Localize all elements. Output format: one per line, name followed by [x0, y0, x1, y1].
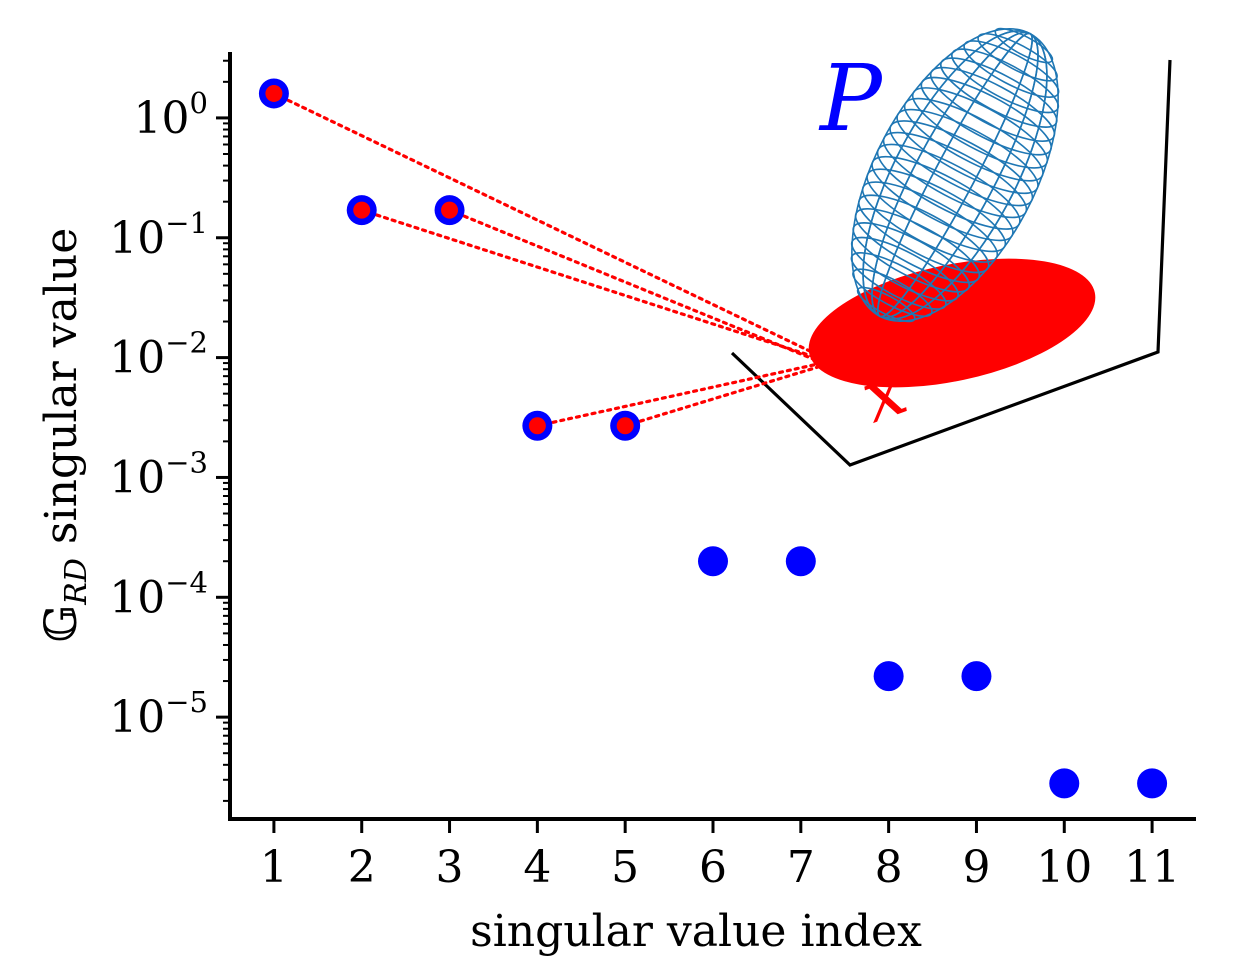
wireframe-meridian	[862, 30, 1048, 320]
wireframe-ring	[850, 252, 947, 310]
data-point-blue	[698, 546, 728, 577]
data-points	[258, 78, 1168, 799]
x-tick-label: 8	[875, 842, 903, 893]
y-tick-label: 10−5	[109, 685, 208, 743]
x-tick-label: 6	[699, 842, 727, 893]
wireframe-ring	[994, 27, 1054, 64]
wireframe-ring	[854, 208, 981, 284]
wireframe-ring	[977, 33, 1058, 82]
wireframe-ring	[929, 66, 1056, 142]
y-tick-label: 10−2	[109, 326, 208, 384]
y-axis-label-subscript: RD	[59, 558, 94, 606]
connector-line	[272, 91, 820, 357]
wireframe-ring	[896, 108, 1039, 195]
wireframe-ring	[920, 76, 1053, 156]
wireframe-ring	[876, 143, 1021, 230]
data-point-red	[265, 84, 283, 102]
y-tick-label: 100	[134, 86, 208, 144]
x-tick-label: 3	[436, 842, 464, 893]
annotation-P: P	[818, 45, 884, 152]
y-tick-label: 10−1	[109, 206, 208, 264]
wireframe-ring	[951, 48, 1060, 114]
data-point-blue	[873, 661, 904, 692]
connector-line	[447, 208, 820, 363]
y-tick-exponent: 0	[190, 86, 208, 120]
y-axis-label-prefix: 𝔾	[36, 605, 87, 643]
wireframe-ring	[871, 155, 1014, 242]
wireframe-ring	[882, 131, 1028, 219]
wireframe-ring	[852, 268, 933, 317]
data-point-red	[528, 417, 546, 435]
x-tick-label: 2	[348, 842, 376, 893]
data-point-red	[441, 201, 459, 219]
wireframe-ring	[940, 57, 1058, 128]
y-tick-base: 10	[109, 213, 165, 264]
data-point-blue	[1049, 768, 1080, 799]
x-axis-label: singular value index	[470, 906, 922, 957]
wireframe-ring	[866, 168, 1007, 253]
data-point-blue	[1137, 768, 1168, 799]
data-point-blue	[961, 661, 992, 692]
y-tick-exponent: −1	[165, 206, 208, 240]
connector-line	[623, 365, 820, 428]
y-tick-exponent: −5	[165, 685, 208, 719]
x-tick-label: 5	[611, 842, 639, 893]
y-axis-label: 𝔾RD singular value	[36, 228, 94, 643]
y-tick-exponent: −3	[165, 445, 208, 479]
x-ticks: 1 2 3 4 5 6 7 8 9 10 11	[260, 819, 1180, 893]
x-tick-label: 4	[523, 842, 551, 893]
connector-line	[360, 208, 820, 360]
wireframe-ring	[903, 97, 1044, 182]
x-tick-label: 7	[787, 842, 815, 893]
inset-blue-wireframe-ellipsoid	[850, 27, 1060, 323]
wireframe-ring	[889, 120, 1034, 207]
data-point-blue	[785, 546, 816, 577]
wireframe-ring	[861, 181, 999, 263]
y-tick-label: 10−4	[109, 565, 208, 623]
x-tick-label: 9	[962, 842, 990, 893]
y-tick-base: 10	[109, 572, 165, 623]
inset-3d-illustration	[730, 27, 1172, 467]
y-tick-base: 10	[109, 452, 165, 503]
wireframe-ring	[963, 40, 1060, 98]
y-tick-base: 10	[134, 93, 190, 144]
plot-area	[258, 27, 1172, 799]
wireframe-ring	[856, 286, 916, 323]
x-tick-label: 11	[1124, 842, 1180, 893]
inset-red-ellipse	[808, 258, 1096, 388]
y-tick-base: 10	[109, 692, 165, 743]
y-tick-label: 10−3	[109, 445, 208, 503]
inset-axes-lines	[730, 59, 1172, 467]
wireframe-ring	[857, 194, 990, 274]
y-axis-label-suffix: singular value	[36, 228, 87, 558]
x-tick-label: 1	[260, 842, 288, 893]
data-point-red	[353, 201, 371, 219]
dotted-connectors	[272, 91, 820, 428]
x-tick-label: 10	[1036, 842, 1092, 893]
y-tick-exponent: −2	[165, 326, 208, 360]
y-tick-base: 10	[109, 333, 165, 384]
wireframe-ring	[850, 236, 959, 302]
data-point-red	[616, 417, 634, 435]
connector-line	[535, 362, 820, 428]
y-tick-exponent: −4	[165, 565, 208, 599]
